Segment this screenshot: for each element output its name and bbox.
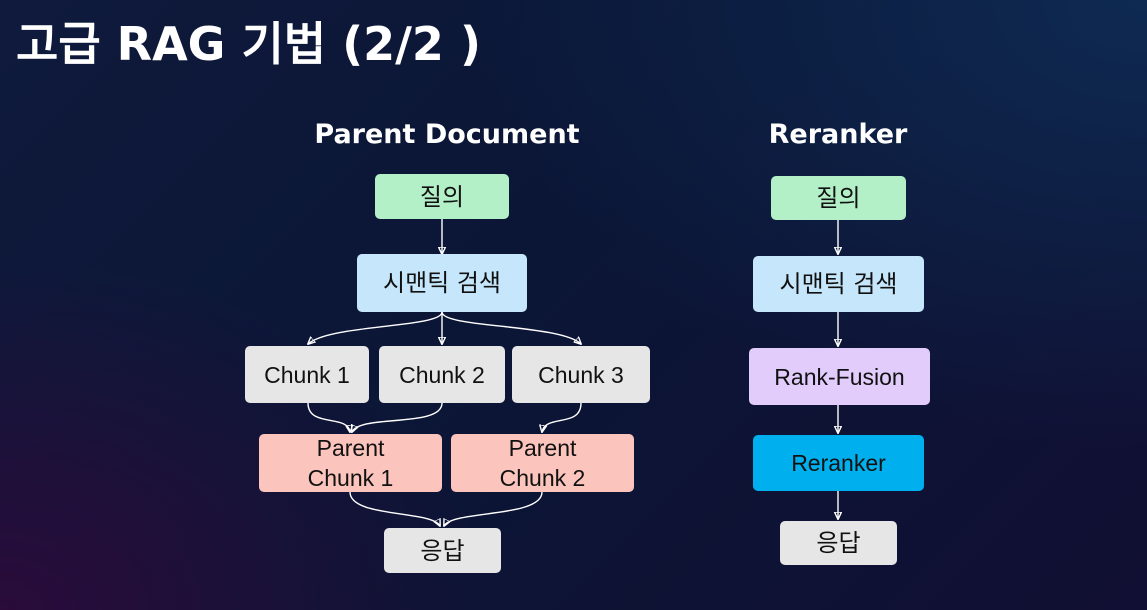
arrow-chunk-3-to-parent-2	[542, 402, 582, 432]
pd-chunk-1-node: Chunk 1	[245, 346, 369, 403]
arrow-search-to-chunk-3	[441, 311, 581, 344]
pd-chunk-3-node: Chunk 3	[512, 346, 650, 403]
reranker-heading: Reranker	[768, 119, 908, 150]
pd-query-node: 질의	[375, 174, 509, 219]
rr-reranker-node: Reranker	[753, 435, 924, 491]
arrow-chunk-2-to-parent-1	[352, 402, 443, 432]
pd-chunk-2-node: Chunk 2	[379, 346, 505, 403]
pd-parent-chunk-1-node: Parent Chunk 1	[259, 434, 442, 492]
rr-response-node: 응답	[780, 521, 897, 565]
rr-semantic-search-node: 시맨틱 검색	[753, 256, 924, 312]
arrow-parent-1-to-response	[349, 491, 440, 526]
parent-document-heading: Parent Document	[314, 119, 580, 150]
rr-query-node: 질의	[771, 176, 906, 220]
slide-title: 고급 RAG 기법 (2/2 )	[16, 17, 481, 71]
pd-response-node: 응답	[384, 528, 501, 573]
arrow-parent-2-to-response	[444, 491, 543, 526]
arrow-search-to-chunk-1	[308, 311, 443, 344]
pd-semantic-search-node: 시맨틱 검색	[357, 254, 527, 312]
arrow-chunk-1-to-parent-1	[307, 402, 350, 432]
pd-parent-chunk-2-node: Parent Chunk 2	[451, 434, 634, 492]
rr-rank-fusion-node: Rank-Fusion	[749, 348, 930, 405]
